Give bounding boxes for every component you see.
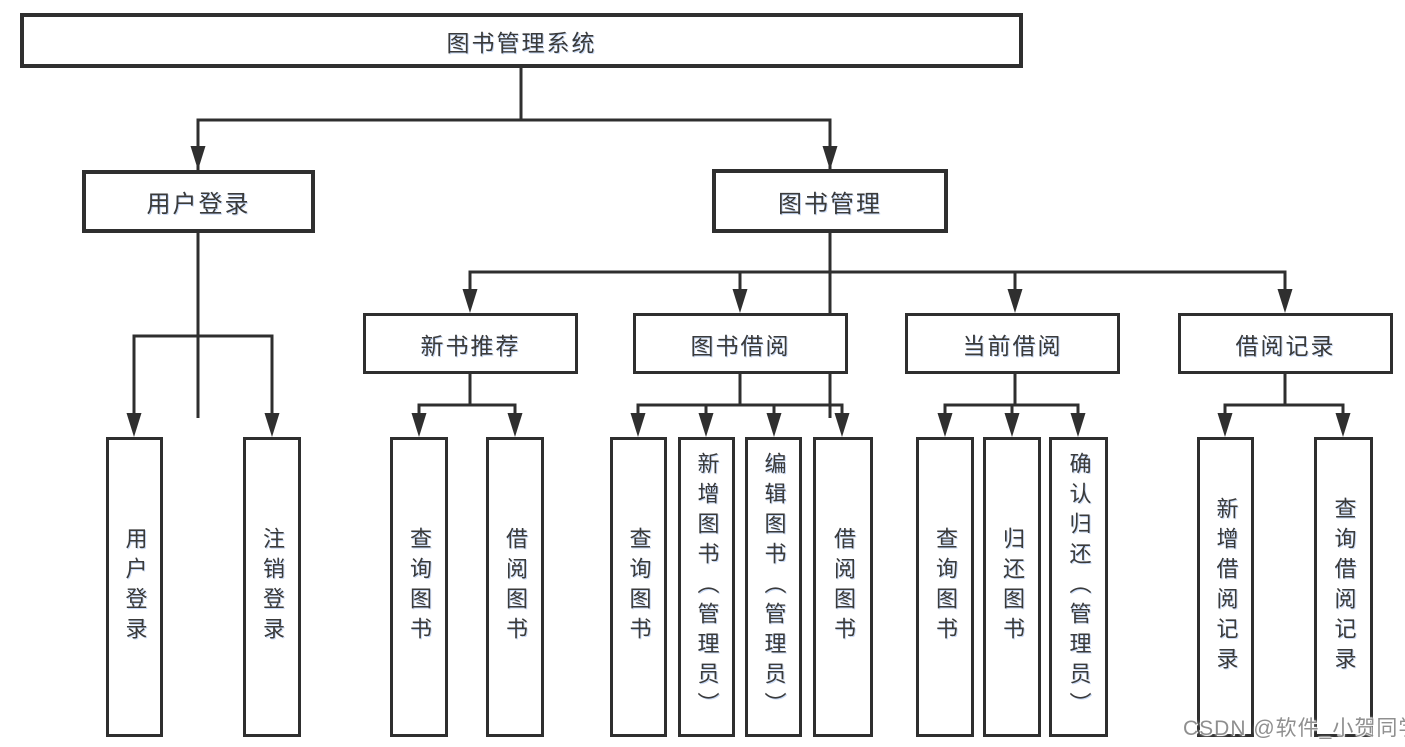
leaf-add-book-admin: 新增图书（管理员） — [678, 437, 735, 737]
leaf-query-books-recommend: 查询图书 — [390, 437, 448, 737]
connector-current-to-leaves — [943, 372, 1080, 420]
node-root-system: 图书管理系统 — [20, 13, 1023, 68]
leaf-confirm-return-admin: 确认归还（管理员） — [1049, 437, 1108, 737]
leaf-user-login: 用户登录 — [106, 437, 163, 737]
leaf-return-book: 归还图书 — [983, 437, 1041, 737]
node-book-borrow: 图书借阅 — [633, 313, 848, 374]
arrowheads — [126, 146, 1351, 437]
leaf-logout-login: 注销登录 — [243, 437, 301, 737]
node-user-login: 用户登录 — [82, 170, 315, 233]
leaf-borrow-books-borrow: 借阅图书 — [813, 437, 873, 737]
connector-borrow-to-leaves — [636, 372, 844, 420]
connector-records-to-leaves — [1223, 372, 1345, 420]
connector-newbook-to-leaves — [417, 372, 517, 420]
connector-bookmgmt-to-level3 — [468, 231, 1287, 298]
leaf-add-borrow-record: 新增借阅记录 — [1197, 437, 1254, 737]
leaf-query-borrow-record: 查询借阅记录 — [1314, 437, 1373, 737]
node-borrow-records: 借阅记录 — [1178, 313, 1393, 374]
leaf-edit-book-admin: 编辑图书（管理员） — [745, 437, 802, 737]
node-book-management: 图书管理 — [712, 169, 948, 233]
watermark: CSDN @软件_小贺同学 — [1183, 717, 1405, 740]
leaf-borrow-books-recommend: 借阅图书 — [486, 437, 544, 737]
leaf-query-books-current: 查询图书 — [916, 437, 974, 737]
connector-userlogin-to-leaves — [132, 231, 274, 420]
node-current-borrow: 当前借阅 — [905, 313, 1120, 374]
leaf-query-books-borrow: 查询图书 — [610, 437, 667, 737]
node-new-book-recommend: 新书推荐 — [363, 313, 578, 374]
